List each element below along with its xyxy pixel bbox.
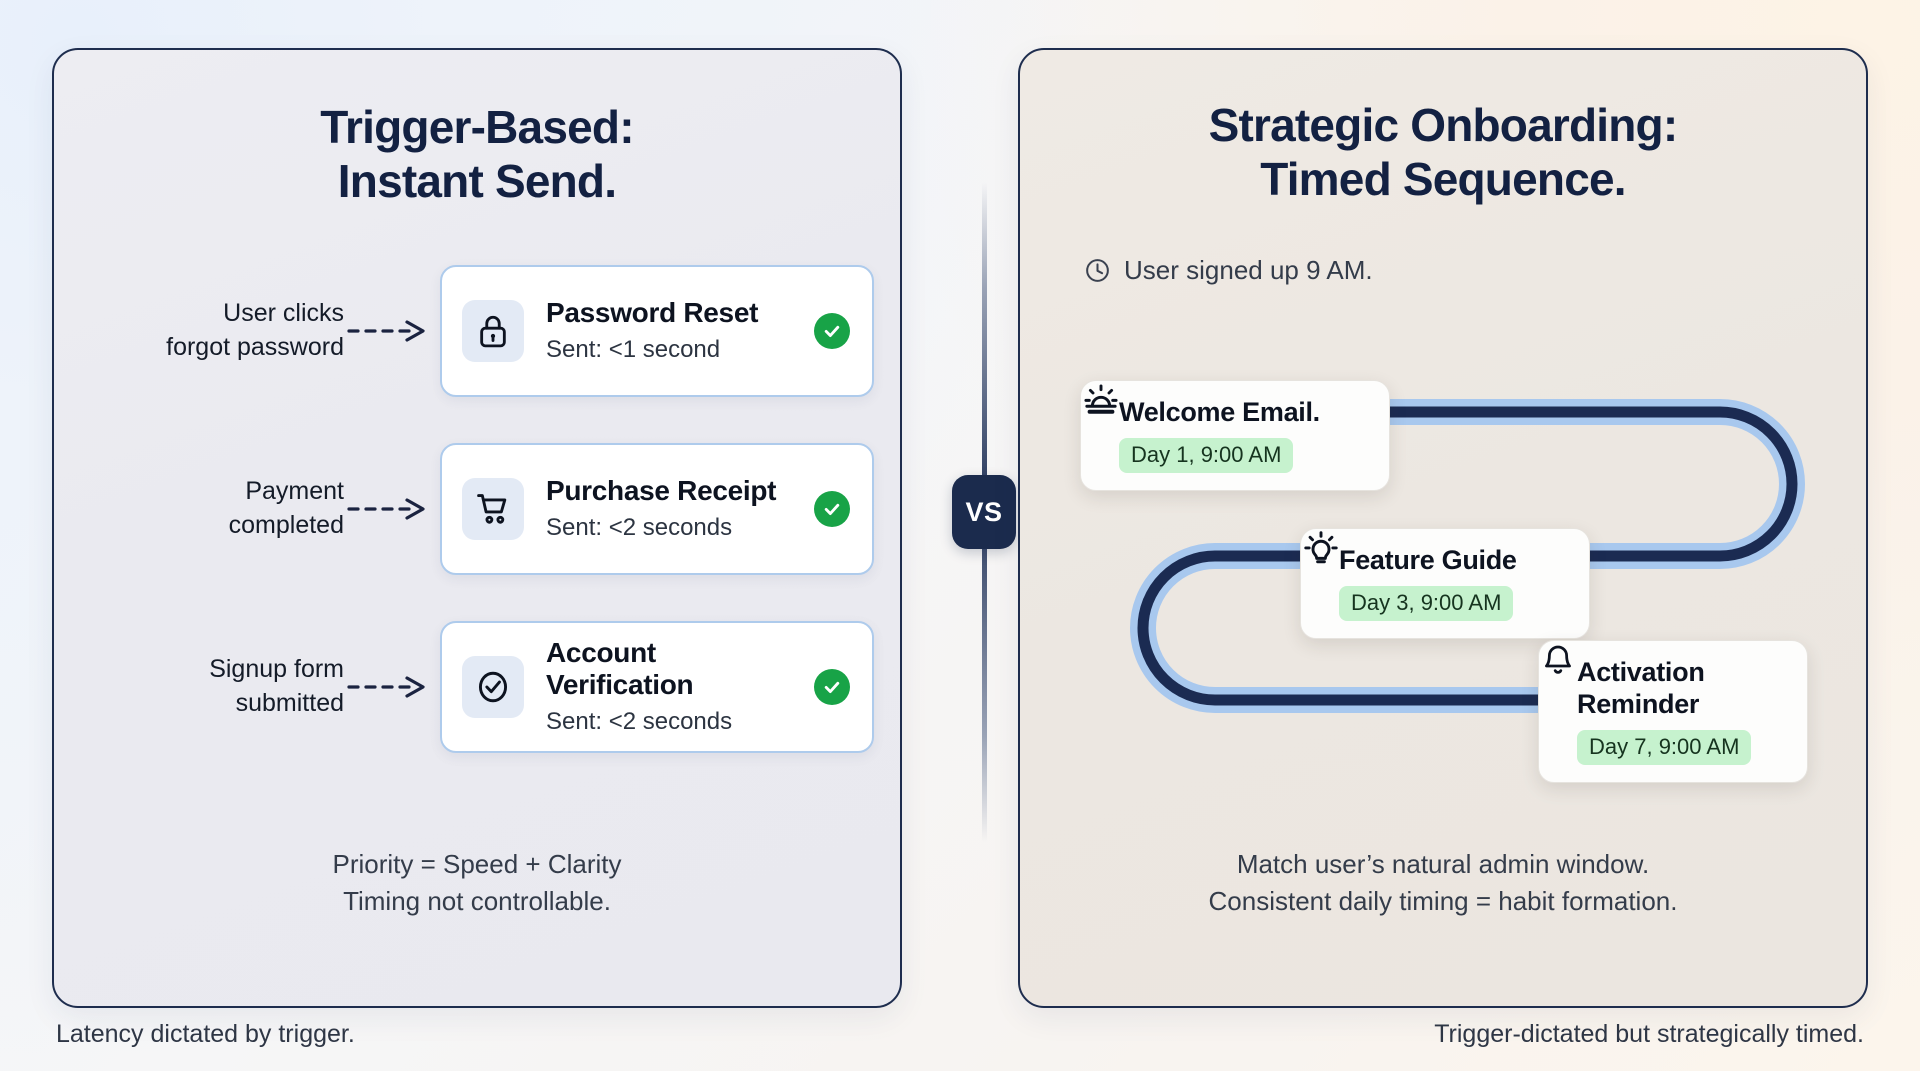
trigger-based-panel: Trigger-Based: Instant Send. User clicks… — [52, 48, 902, 1008]
signup-note-text: User signed up 9 AM. — [1124, 254, 1373, 285]
trigger-label: Payment completed — [94, 475, 344, 542]
trigger-label: Signup form submitted — [94, 653, 344, 720]
email-card-text: Password Reset Sent: <1 second — [546, 297, 804, 364]
caption-right: Trigger-dictated but strategically timed… — [1434, 1020, 1864, 1048]
left-title-line-2: Instant Send. — [337, 155, 617, 208]
trigger-label-line-1: User clicks — [223, 299, 344, 328]
timeline-node-badge: Day 3, 9:00 AM — [1339, 585, 1514, 621]
dashed-arrow-icon — [344, 318, 440, 344]
email-card-text: Account Verification Sent: <2 seconds — [546, 637, 804, 736]
strategic-onboarding-panel: Strategic Onboarding: Timed Sequence. Us… — [1018, 48, 1868, 1008]
trigger-label-line-2: completed — [228, 510, 344, 539]
right-panel-footnote: Match user’s natural admin window. Consi… — [1020, 846, 1866, 920]
email-card[interactable]: Purchase Receipt Sent: <2 seconds — [440, 442, 874, 575]
right-title-line-2: Timed Sequence. — [1260, 153, 1626, 206]
left-title-line-1: Trigger-Based: — [320, 101, 634, 153]
timeline-node-badge: Day 7, 9:00 AM — [1577, 729, 1752, 765]
trigger-label-line-2: forgot password — [166, 332, 344, 361]
lock-icon — [462, 299, 524, 362]
email-card-title: Password Reset — [546, 297, 759, 329]
email-card-title: Purchase Receipt — [546, 475, 777, 507]
vs-badge: VS — [952, 475, 1016, 549]
caption-left: Latency dictated by trigger. — [56, 1020, 355, 1048]
email-card-status: Sent: <2 seconds — [546, 514, 733, 542]
left-footnote-line-1: Priority = Speed + Clarity — [332, 849, 622, 880]
email-card-status: Sent: <2 seconds — [546, 708, 733, 736]
email-card-title: Account Verification — [546, 637, 694, 701]
trigger-label-line-2: submitted — [235, 688, 344, 717]
timeline-node[interactable]: Activation Reminder Day 7, 9:00 AM — [1538, 640, 1808, 783]
email-card-status: Sent: <1 second — [546, 336, 721, 364]
email-card[interactable]: Account Verification Sent: <2 seconds — [440, 620, 874, 753]
left-footnote-line-2: Timing not controllable. — [343, 886, 611, 917]
left-panel-title: Trigger-Based: Instant Send. — [54, 100, 900, 209]
timeline-node-body: Activation Reminder Day 7, 9:00 AM — [1577, 657, 1785, 765]
dashed-arrow-icon — [344, 496, 440, 522]
timeline-node-badge: Day 1, 9:00 AM — [1119, 437, 1294, 473]
trigger-row: Signup form submitted Account Verificat — [94, 620, 874, 753]
onboarding-flow: Welcome Email. Day 1, 9:00 AM Feature Gu… — [1020, 350, 1870, 783]
timeline-node-title: Activation Reminder — [1577, 657, 1705, 719]
check-icon — [814, 668, 850, 705]
shopping-cart-icon — [462, 477, 524, 540]
vs-divider: VS — [952, 182, 1016, 842]
right-footnote-line-1: Match user’s natural admin window. — [1236, 849, 1650, 880]
timeline-node-title: Welcome Email. — [1119, 397, 1320, 427]
email-card[interactable]: Password Reset Sent: <1 second — [440, 264, 874, 397]
check-icon — [814, 312, 850, 349]
left-panel-footnote: Priority = Speed + Clarity Timing not co… — [54, 846, 900, 920]
trigger-label-line-1: Payment — [245, 477, 344, 506]
signup-note: User signed up 9 AM. — [1084, 255, 1866, 286]
clock-icon — [1084, 257, 1111, 284]
dashed-arrow-icon — [344, 674, 440, 700]
timeline-node-body: Welcome Email. Day 1, 9:00 AM — [1119, 397, 1320, 473]
check-circle-icon — [462, 655, 524, 718]
right-panel-title: Strategic Onboarding: Timed Sequence. — [1020, 98, 1866, 207]
timeline-node-title: Feature Guide — [1339, 545, 1517, 575]
trigger-label: User clicks forgot password — [94, 297, 344, 364]
email-card-text: Purchase Receipt Sent: <2 seconds — [546, 475, 804, 542]
timeline-node[interactable]: Feature Guide Day 3, 9:00 AM — [1300, 528, 1590, 639]
trigger-rows: User clicks forgot password — [54, 264, 900, 753]
timeline-node[interactable]: Welcome Email. Day 1, 9:00 AM — [1080, 380, 1390, 491]
timeline-node-body: Feature Guide Day 3, 9:00 AM — [1339, 545, 1517, 621]
flow-path — [1130, 399, 1805, 713]
trigger-row: User clicks forgot password — [94, 264, 874, 397]
right-title-line-1: Strategic Onboarding: — [1208, 99, 1679, 151]
right-footnote-line-2: Consistent daily timing = habit formatio… — [1208, 886, 1678, 917]
check-icon — [814, 490, 850, 527]
trigger-row: Payment completed Purchase — [94, 442, 874, 575]
trigger-label-line-1: Signup form — [209, 655, 344, 684]
